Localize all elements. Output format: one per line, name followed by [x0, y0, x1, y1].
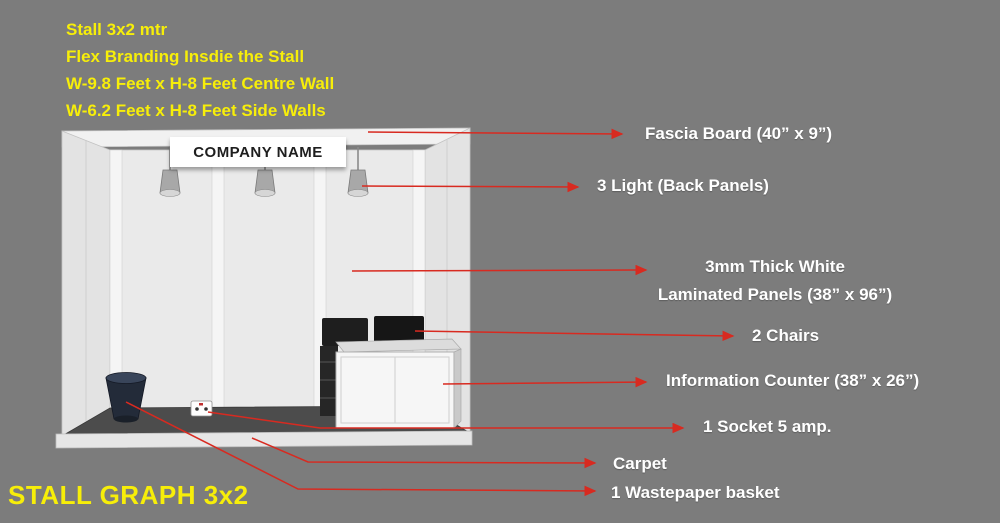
annotation-wastepaper-basket: 1 Wastepaper basket — [611, 483, 780, 502]
annotation-panels-line2: Laminated Panels (38” x 96”) — [657, 285, 893, 304]
leader-laminated-panels — [351, 264, 648, 276]
back-wall-post — [109, 149, 123, 409]
spec-line-side-walls: W-6.2 Feet x H-8 Feet Side Walls — [66, 101, 326, 120]
company-name-text: COMPANY NAME — [193, 143, 323, 161]
back-wall-post — [211, 149, 225, 409]
annotation-socket: 1 Socket 5 amp. — [703, 417, 832, 436]
platform-edge — [55, 430, 473, 449]
leader-chairs — [414, 330, 735, 342]
annotation-lights: 3 Light (Back Panels) — [597, 176, 769, 195]
spec-line-centre-wall: W-9.8 Feet x H-8 Feet Centre Wall — [66, 74, 335, 93]
spec-line-branding: Flex Branding Insdie the Stall — [66, 47, 305, 66]
leader-carpet — [251, 437, 597, 469]
annotation-chairs: 2 Chairs — [752, 326, 820, 345]
wastepaper-basket — [105, 372, 147, 423]
leader-fascia-board — [367, 128, 624, 140]
diagram-title: STALL GRAPH 3x2 — [8, 480, 249, 510]
leader-information-counter — [442, 376, 648, 388]
spec-line-size: Stall 3x2 mtr — [66, 20, 168, 39]
chair-frame — [320, 346, 338, 416]
annotation-fascia-board: Fascia Board (40” x 9”) — [645, 124, 833, 143]
annotation-carpet: Carpet — [613, 454, 667, 473]
leader-socket — [207, 411, 685, 434]
leader-wastepaper-basket — [125, 401, 597, 497]
pendant-light-icon — [347, 147, 369, 197]
chair-back — [322, 318, 368, 346]
leader-lights — [361, 181, 580, 193]
stall-spec-header: Stall 3x2 mtr Flex Branding Insdie the S… — [66, 16, 334, 124]
chair-back — [374, 316, 424, 346]
power-socket — [190, 400, 213, 417]
annotation-panels-line1: 3mm Thick White — [705, 257, 845, 276]
annotation-laminated-panels: 3mm Thick White Laminated Panels (38” x … — [630, 253, 920, 309]
information-counter — [335, 338, 462, 429]
leader-lines — [125, 128, 735, 497]
chairs — [320, 316, 424, 416]
back-panel-lights — [159, 147, 369, 197]
fascia-board: COMPANY NAME — [170, 137, 346, 167]
annotation-information-counter: Information Counter (38” x 26”) — [666, 371, 920, 390]
